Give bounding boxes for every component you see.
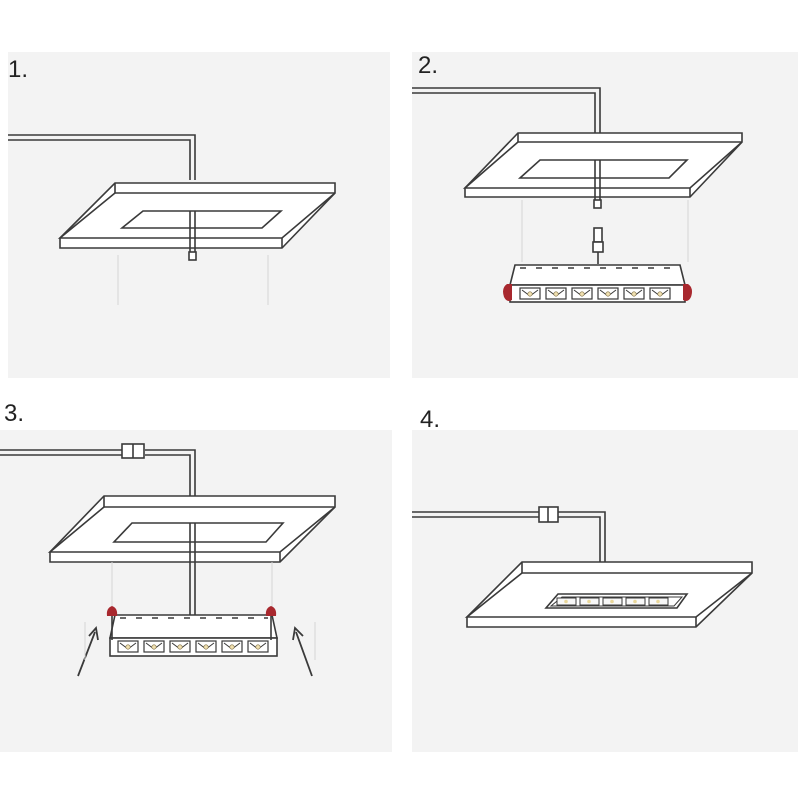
step-2-label: 2. (418, 52, 439, 79)
cable-connector-icon (538, 506, 559, 523)
power-cable-icon (412, 511, 606, 562)
guide-lines (111, 562, 273, 622)
step-1-label: 1. (8, 56, 29, 83)
push-up-arrow-icon (77, 625, 99, 677)
ceiling-panel-icon (47, 495, 336, 563)
step-3-label: 3. (4, 400, 25, 427)
led-linear-downlight-icon (508, 264, 687, 303)
step-4-illustration (412, 506, 753, 628)
spring-clip-icon (503, 284, 692, 301)
guide-lines (521, 200, 689, 262)
power-cable-icon (0, 449, 196, 620)
power-cable-icon (8, 134, 197, 261)
guide-lines (117, 255, 269, 305)
spring-clip-icon (106, 606, 277, 640)
step-4-label: 4. (420, 406, 441, 433)
led-linear-downlight-icon (109, 614, 278, 657)
power-cable-icon (412, 87, 602, 209)
step-2-illustration (412, 87, 743, 303)
guide-lines (84, 622, 316, 660)
ceiling-panel-icon (57, 182, 336, 249)
cable-connector-icon (121, 443, 145, 459)
step-3-panel (0, 430, 392, 752)
led-linear-downlight-icon (544, 593, 689, 609)
ceiling-panel-icon (462, 132, 743, 198)
cable-connector-icon (592, 227, 604, 264)
push-up-arrow-icon (292, 626, 313, 677)
step-3-illustration (0, 443, 336, 677)
step-2-panel (412, 52, 798, 378)
step-1-illustration (8, 134, 336, 305)
